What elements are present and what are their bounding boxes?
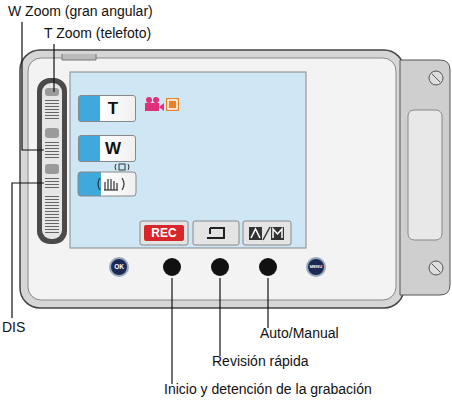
auto-manual-physical-button <box>259 258 277 276</box>
leader-line <box>219 278 220 356</box>
rec-button: REC <box>144 225 184 241</box>
callout-label: Revisión rápida <box>212 354 309 369</box>
button-label: MENU <box>310 265 322 270</box>
auto-manual-icon <box>249 227 284 240</box>
callout-label: Inicio y detención de la grabación <box>164 382 372 397</box>
callout-label: Auto/Manual <box>260 326 339 341</box>
strip-knurl <box>45 178 59 190</box>
touch-strip-inner <box>42 83 62 239</box>
dis-button <box>78 172 136 196</box>
hinge-panel <box>408 110 442 240</box>
leader-line <box>53 44 54 92</box>
screw-slot <box>432 74 440 82</box>
strip-knurl <box>45 98 59 120</box>
button-label: OK <box>114 263 124 270</box>
zoom-letter: W <box>105 139 121 159</box>
lcd-screen <box>70 72 306 248</box>
menu-button <box>307 258 325 276</box>
rec-physical-button <box>163 258 181 276</box>
ok-button <box>110 258 128 276</box>
strip-knurl <box>45 196 59 234</box>
zoom-letter: T <box>108 99 118 119</box>
dis-status-icon <box>115 164 129 170</box>
lcd-bezel <box>28 58 396 300</box>
strip-dis-mark <box>45 164 59 174</box>
leader-line <box>267 278 268 328</box>
zoom-t-button: T <box>78 95 136 122</box>
review-physical-button <box>211 258 229 276</box>
auto-manual-button <box>243 221 291 245</box>
zoom-w-button: W <box>78 135 136 162</box>
screw-slot <box>432 264 440 272</box>
leader-line <box>22 22 44 150</box>
touch-strip <box>37 78 67 244</box>
rec-button-frame <box>140 221 188 245</box>
review-button <box>193 221 239 245</box>
leader-line <box>171 278 172 384</box>
leader-lines <box>12 22 268 384</box>
review-icon <box>207 228 224 238</box>
leader-line <box>12 183 44 318</box>
callout-label: T Zoom (telefoto) <box>44 26 151 41</box>
video-mode-icon <box>145 97 179 111</box>
camera-body <box>20 50 404 308</box>
button-text: REC <box>151 226 176 240</box>
strip-w-mark <box>45 128 59 138</box>
callout-label: DIS <box>2 320 25 335</box>
callout-label: W Zoom (gran angular) <box>8 4 153 19</box>
top-notch <box>62 54 96 60</box>
screw <box>429 71 443 85</box>
screw <box>429 261 443 275</box>
strip-t-mark <box>45 88 59 96</box>
hinge <box>400 60 450 295</box>
strip-knurl <box>45 142 59 158</box>
dis-icon <box>98 178 124 190</box>
